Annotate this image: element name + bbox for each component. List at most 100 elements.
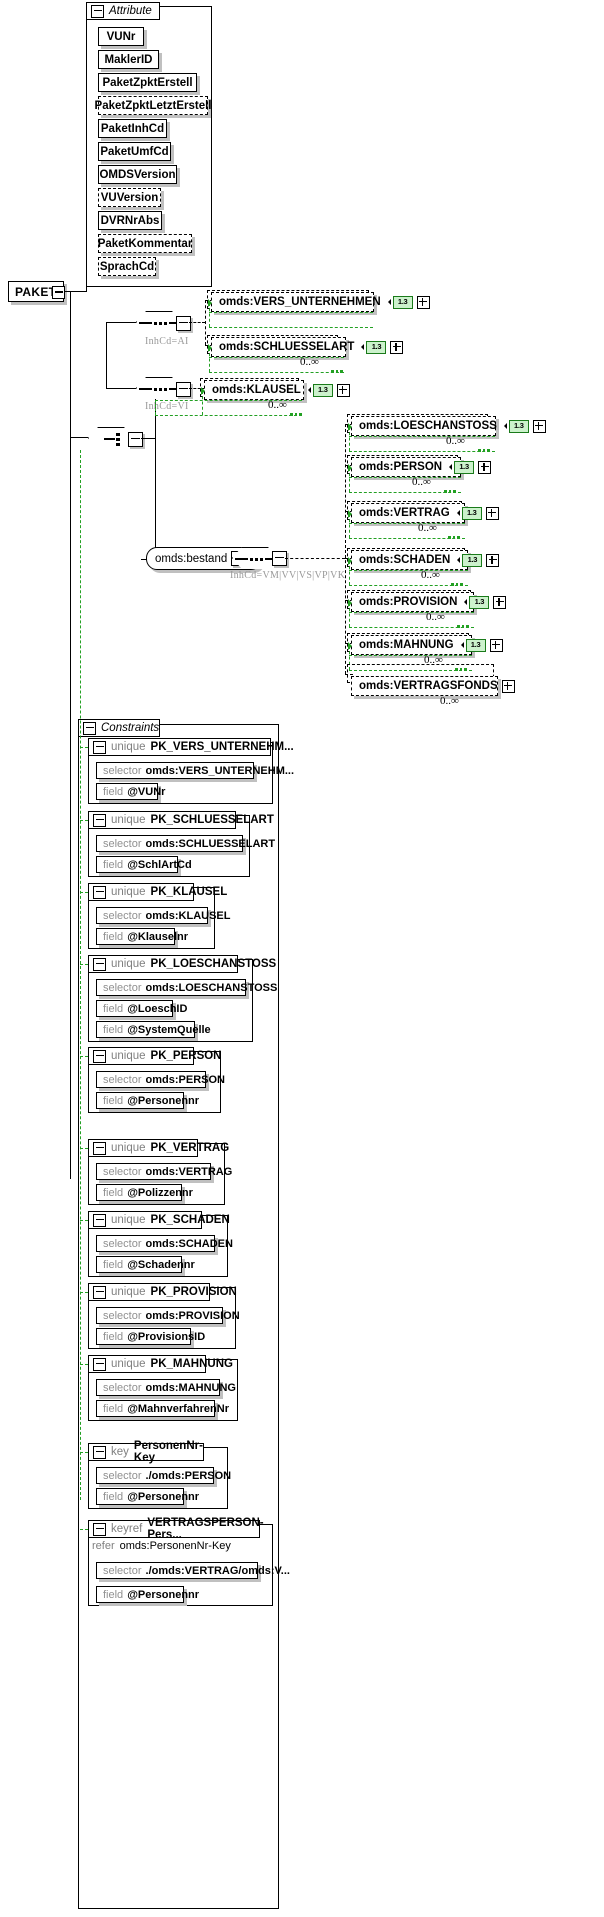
collapse-icon[interactable] [93,740,106,754]
constraint-field[interactable]: field @Polizzennr [96,1184,193,1201]
element-mahnung[interactable]: omds:MAHNUNG 1.3 [351,635,503,655]
element-klausel[interactable]: omds:KLAUSEL 1.3 [204,380,350,400]
expand-icon[interactable] [478,460,492,474]
constraint-selector[interactable]: selector omds:SCHLUESSELART [96,835,275,852]
constraint-field[interactable]: field @Schadennr [96,1256,195,1273]
constraint-header-pk-klausel[interactable]: unique PK_KLAUSEL [88,883,227,901]
collapse-icon[interactable] [83,721,96,735]
element-schluesselart[interactable]: omds:SCHLUESSELART 1.3 [211,337,404,357]
choice-collapse-icon[interactable] [128,432,143,447]
constraint-selector[interactable]: selector omds:SCHADEN [96,1235,233,1252]
constraint-selector[interactable]: selector omds:KLAUSEL [96,907,230,924]
green-arrow-icon [348,557,356,565]
expand-icon[interactable] [489,638,503,652]
attribute-vuversion[interactable]: VUVersion [98,188,161,207]
expand-icon[interactable] [532,419,546,433]
constraint-selector[interactable]: selector omds:LOESCHANSTOSS [96,979,277,996]
attribute-paketinhcd[interactable]: PaketInhCd [98,119,167,138]
constraints-group-header[interactable]: Constraints [78,719,160,737]
constraint-header-pk-provision[interactable]: unique PK_PROVISION [88,1283,237,1301]
collapse-icon[interactable] [93,1141,106,1155]
attribute-paketkommentar[interactable]: PaketKommentar [98,234,192,253]
ref-arrow-icon [454,510,460,516]
constraint-selector[interactable]: selector omds:MAHNUNG [96,1379,236,1396]
constraint-selector[interactable]: selector ./omds:PERSON [96,1467,231,1484]
attribute-vunr[interactable]: VUNr [98,27,144,46]
constraint-field[interactable]: field @LoeschID [96,1000,187,1017]
constraint-header-pk-vers-unternehm[interactable]: unique PK_VERS_UNTERNEHM... [88,738,294,756]
constraint-selector[interactable]: selector ./omds:VERTRAG/omds:V... [96,1562,290,1579]
constraint-field[interactable]: field @ProvisionsID [96,1328,205,1345]
constraint-name: PK_SCHADEN [150,1214,230,1226]
constraint-field[interactable]: field @SchlArtCd [96,856,192,873]
constraint-field[interactable]: field @Personennr [96,1488,199,1505]
expand-icon[interactable] [390,340,404,354]
collapse-icon[interactable] [93,1285,106,1299]
attribute-paketzpkterstell[interactable]: PaketZpktErstell [98,73,197,92]
element-vertragsfonds[interactable]: omds:VERTRAGSFONDS [351,676,515,696]
element-schaden[interactable]: omds:SCHADEN 1.3 [351,550,500,570]
constraint-selector[interactable]: selector omds:PROVISION [96,1307,240,1324]
constraint-selector[interactable]: selector omds:VERTRAG [96,1163,232,1180]
root-collapse-icon[interactable] [52,286,65,299]
sequence-compositor-bestand[interactable] [232,547,278,569]
sequence-ai-collapse-icon[interactable] [176,316,191,331]
attribute-paketzpktletzterstell[interactable]: PaketZpktLetztErstell [95,96,211,115]
field-label: field [103,858,124,871]
selector-label: selector [103,764,142,777]
constraint-header-pk-schaden[interactable]: unique PK_SCHADEN [88,1211,230,1229]
expand-icon[interactable] [493,595,507,609]
element-label: omds:SCHLUESSELART [219,341,355,353]
constraint-header-pk-mahnung[interactable]: unique PK_MAHNUNG [88,1355,233,1373]
constraint-field[interactable]: field @Personennr [96,1092,199,1109]
constraint-field[interactable]: field @VUNr [96,783,165,800]
attribute-paketumfcd[interactable]: PaketUmfCd [98,142,171,161]
constraint-header-vertragsperson-keyref[interactable]: keyref VERTRAGSPERSON-Pers... [88,1517,264,1541]
sequence-compositor-ai[interactable] [136,311,182,333]
constraint-header-pk-schluesselart[interactable]: unique PK_SCHLUESSELART [88,811,274,829]
attribute-dvrnrabs[interactable]: DVRNrAbs [98,211,162,230]
collapse-icon[interactable] [93,1445,106,1459]
expand-icon[interactable] [485,506,499,520]
element-vertrag[interactable]: omds:VERTRAG 1.3 [351,503,499,523]
sequence-compositor-vi[interactable] [136,377,182,399]
element-vers-unternehmen[interactable]: omds:VERS_UNTERNEHMEN 1.3 [211,292,430,312]
collapse-icon[interactable] [93,1357,106,1371]
expand-icon[interactable] [416,295,430,309]
element-loeschanstoss[interactable]: omds:LOESCHANSTOSS 1.3 [351,416,546,436]
constraint-header-pk-vertrag[interactable]: unique PK_VERTRAG [88,1139,229,1157]
attribute-omdsversion[interactable]: OMDSVersion [98,165,177,184]
expand-icon[interactable] [336,383,350,397]
collapse-icon[interactable] [93,1213,106,1227]
attribute-group-header[interactable]: Attribute [86,2,160,20]
element-person[interactable]: omds:PERSON 1.3 [351,457,492,477]
expand-icon[interactable] [501,679,515,693]
collapse-icon[interactable] [93,957,106,971]
constraint-field[interactable]: field @Personennr [96,1586,199,1603]
sequence-vi-collapse-icon[interactable] [176,382,191,397]
constraint-header-personennr-key[interactable]: key PersonenNr-Key [88,1440,204,1464]
collapse-icon[interactable] [93,885,106,899]
collapse-icon[interactable] [91,4,104,18]
constraint-field[interactable]: field @SystemQuelle [96,1021,211,1038]
green-arrow-icon [348,423,356,431]
collapse-icon[interactable] [93,1049,106,1063]
constraint-header-pk-loeschanstoss[interactable]: unique PK_LOESCHANSTOSS [88,955,276,973]
element-provision[interactable]: omds:PROVISION 1.3 [351,592,507,612]
selector-value: omds:PERSON [145,1073,225,1086]
expand-icon[interactable] [486,553,500,567]
collapse-icon[interactable] [93,813,106,827]
constraint-selector[interactable]: selector omds:VERS_UNTERNEHM... [96,762,294,779]
constraint-header-pk-person[interactable]: unique PK_PERSON [88,1047,221,1065]
root-element-paket[interactable]: PAKET [8,281,64,302]
ref-arrow-icon [461,599,468,605]
field-label: field [103,785,124,798]
constraint-selector[interactable]: selector omds:PERSON [96,1071,225,1088]
collapse-icon[interactable] [93,1522,106,1536]
annotation-inhcd-ai: InhCd=AI [145,336,189,347]
choice-compositor[interactable] [88,427,134,449]
constraint-field[interactable]: field @Klauselnr [96,928,188,945]
constraint-field[interactable]: field @MahnverfahrenNr [96,1400,229,1417]
attribute-maklerid[interactable]: MaklerID [98,50,159,69]
attribute-sprachcd[interactable]: SprachCd [98,257,156,276]
